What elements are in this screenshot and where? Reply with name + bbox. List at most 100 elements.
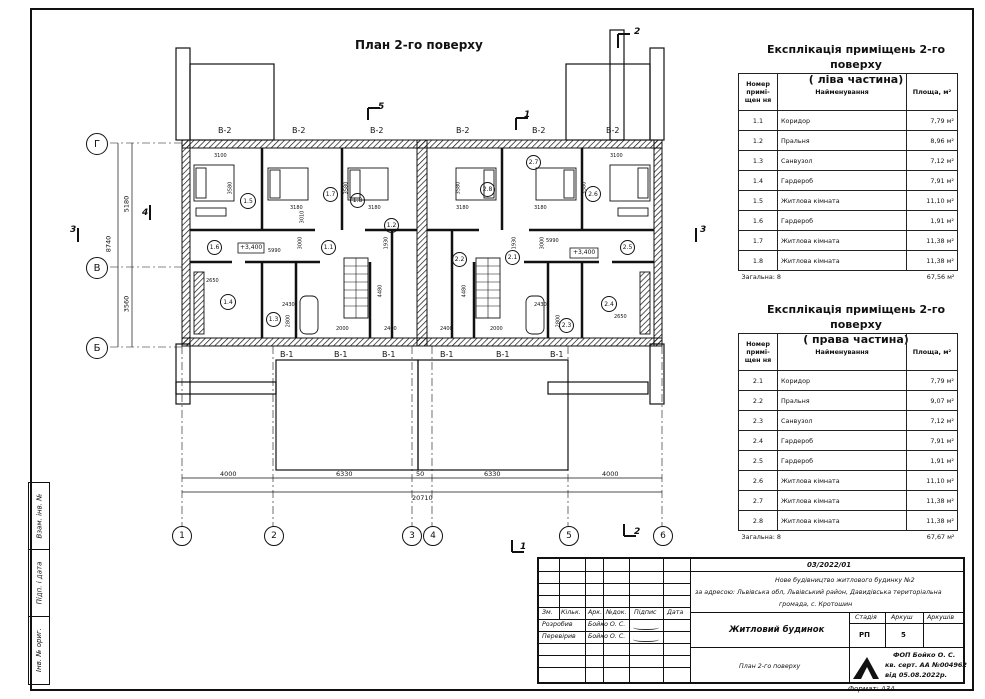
plan-title: План 2-го поверху [355,38,483,52]
table-total-row: Загальна: 8 67,56 м² [739,271,958,284]
inner-dim: 5990 [268,248,281,254]
inner-dim: 5990 [546,238,559,244]
room-bubble: 2.6 [585,186,601,202]
table-header: Площа, м² [906,333,958,371]
dim-total: 20710 [412,494,433,502]
cell-area: 1,91 м² [906,450,958,471]
axis-bubble: 4 [423,526,443,546]
project-desc-line: громада, с. Кротошин [779,601,853,608]
partitions [190,148,654,338]
inner-dim: 3010 [299,210,306,224]
inner-dim: 3180 [534,205,547,211]
window-label: В-1 [382,350,396,359]
inner-dim: 2430 [282,302,295,308]
cell-area: 8,96 м² [906,130,958,151]
dimension-lines [117,143,662,493]
room-bubble: 1.3 [266,312,281,327]
cell-area: 9,07 м² [906,390,958,411]
window-label: В-2 [456,126,470,135]
room-bubble: 2.7 [526,155,541,170]
level-mark: +3,400 [573,249,596,256]
cell-area: 7,79 м² [906,110,958,131]
section-number: 3 [700,225,707,235]
cell-number: 1.4 [738,170,778,191]
cell-number: 2.6 [738,470,778,491]
outer-walls [181,139,663,347]
section-number: 2 [634,27,641,37]
cell-name: Санвузол [777,410,907,431]
cell-name: Пральня [777,390,907,411]
inner-dim: 2650 [614,314,627,320]
window-label: В-1 [440,350,454,359]
section-number: 1 [524,110,531,120]
drawing-name: План 2-го поверху [739,663,801,670]
room-bubble: 2.1 [505,250,520,265]
cell-number: 2.3 [738,410,778,431]
cell-number: 1.8 [738,250,778,271]
stair-treads [344,258,500,318]
cell-number: 1.2 [738,130,778,151]
room-bubble: 1.7 [323,187,338,202]
total-label: Загальна: 8 [741,273,781,281]
inner-dim: 3580 [343,181,350,195]
inner-dim: 2430 [534,302,547,308]
inner-dim: 3000 [297,236,304,250]
level-mark: +3,400 [240,244,263,251]
inner-dim: 1930 [383,236,390,250]
axis-bubble: 6 [653,526,673,546]
grid-axes [110,142,663,526]
inner-dim: 3180 [290,205,303,211]
inner-dim: 2800 [285,314,292,328]
window-label: В-2 [370,126,384,135]
table-left: Номер примі-щен ня Найменування Площа, м… [738,73,958,283]
level-boxes [237,242,599,259]
cell-number: 2.1 [738,370,778,391]
project-code: 03/2022/01 [807,561,852,569]
inner-dim: 3000 [539,236,546,250]
inner-dim: 2650 [206,278,219,284]
axis-bubble: В [86,257,108,279]
cell-number: 1.6 [738,210,778,231]
inner-dim: 3180 [368,205,381,211]
cell-area: 11,38 м² [906,490,958,511]
sheets-header: Аркушів [927,614,955,621]
inner-dim: 2800 [555,314,562,328]
cell-number: 1.1 [738,110,778,131]
side-stamp-cell: Підп. і дата [29,550,49,617]
project-desc-line: Нове будівництво житлового будинку №2 [775,577,915,584]
dim-text: 6330 [484,470,501,478]
cell-area: 7,79 м² [906,370,958,391]
cell-area: 7,91 м² [906,430,958,451]
total-area: 67,67 м² [926,533,955,541]
table-title-line: Експлікація приміщень 2-го поверху [766,43,946,71]
inner-dim: 3180 [456,205,469,211]
company-logo [853,657,879,679]
cell-name: Коридор [777,370,907,391]
section-number: 5 [378,102,385,112]
cell-area: 11,10 м² [906,190,958,211]
dim-text: 4000 [220,470,237,478]
cell-number: 2.7 [738,490,778,511]
org-line: ФОП Бойко О. С. [893,651,956,659]
cell-area: 7,12 м² [906,410,958,431]
cell-area: 11,38 м² [906,510,958,531]
cell-area: 7,91 м² [906,170,958,191]
table-header: Номер примі-щен ня [738,333,778,371]
cell-area: 11,10 м² [906,470,958,491]
axis-bubble: 1 [172,526,192,546]
cell-area: 1,91 м² [906,210,958,231]
table-title-line: Експлікація приміщень 2-го поверху [766,303,946,331]
table-header: Номер примі-щен ня [738,73,778,111]
inner-dim: 2400 [384,326,397,332]
dim-text: 4000 [602,470,619,478]
org-line: від 05.08.2022р. [885,671,948,679]
cell-name: Санвузол [777,150,907,171]
room-bubble: 1.8 [350,193,365,208]
